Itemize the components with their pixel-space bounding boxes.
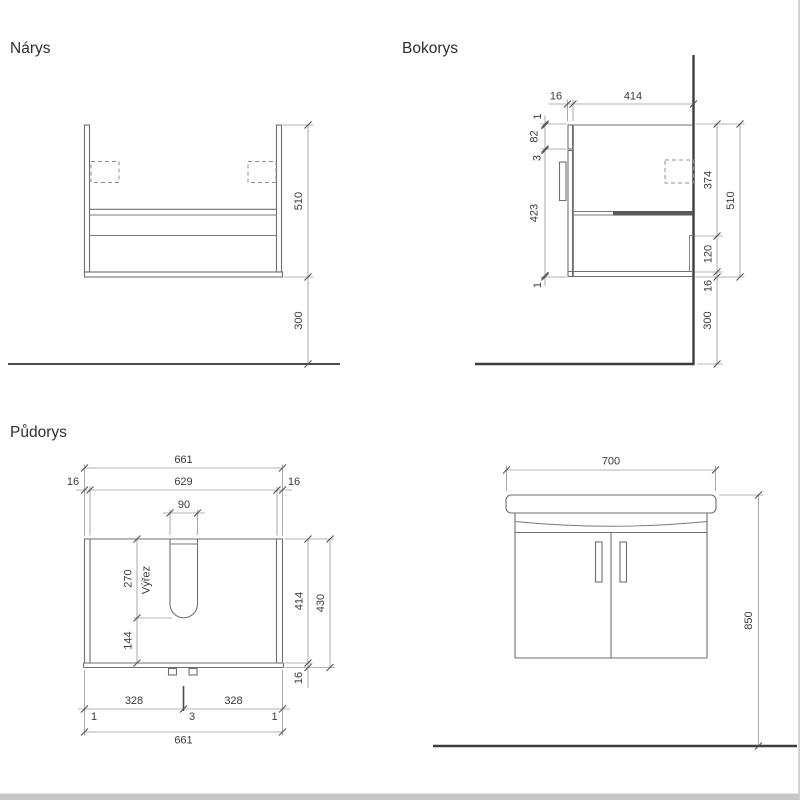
- dim-label-upper-zone: 374: [703, 171, 715, 189]
- dim-label-front-thickness: 16: [550, 91, 562, 103]
- dim-label-inner-depth: 414: [294, 592, 306, 610]
- bokorys-dimension-lines: [540, 99, 745, 368]
- dim-label-total-height: 850: [743, 611, 755, 629]
- view-narys: Nárys 510 300: [8, 40, 340, 368]
- view-title-narys: Nárys: [10, 40, 51, 57]
- dim-label-total-height: 510: [725, 191, 737, 209]
- view-title-pudorys: Půdorys: [10, 424, 67, 441]
- dim-label-inner-width: 629: [174, 476, 192, 488]
- view-front-elevation: 700 850: [433, 456, 797, 750]
- dim-label-center: 3: [189, 711, 195, 723]
- pudorys-plan-outline: [82, 538, 285, 711]
- dim-label-cutout-depth: 270: [123, 569, 135, 587]
- basin-cutout: [169, 539, 199, 619]
- dim-label-width-top: 661: [174, 454, 192, 466]
- side-panel-right: [275, 538, 284, 664]
- basin-apron-curve: [514, 521, 708, 527]
- back-rail: [689, 235, 693, 272]
- front-cabinet-outline: [505, 494, 717, 659]
- dim-label-bottom-edge: 1: [532, 282, 544, 288]
- dim-label-door-right: 328: [224, 695, 242, 707]
- dim-label-top-rail: 82: [529, 130, 541, 142]
- front-edge: [82, 662, 285, 669]
- page-right-edge: [798, 0, 800, 800]
- dim-label-top-edge: 1: [532, 113, 544, 119]
- front-top-rail: [567, 124, 574, 150]
- dim-label-edge-left: 1: [91, 711, 97, 723]
- dim-label-edge-right: 1: [271, 711, 277, 723]
- pudorys-dimension-lines: [76, 464, 335, 736]
- dim-label-front-thickness: 16: [293, 672, 305, 684]
- dim-label-side-left: 16: [67, 476, 79, 488]
- dim-label-floor-offset: 300: [702, 311, 714, 329]
- narys-cabinet-outline: [83, 124, 284, 278]
- door-handle: [558, 161, 567, 202]
- mounting-bracket-right: [247, 161, 277, 183]
- view-bokorys: Bokorys: [402, 40, 745, 368]
- dim-label-bottom-thickness: 16: [703, 280, 715, 292]
- dim-label-width-bottom: 661: [174, 735, 192, 747]
- dim-label-front-depth: 144: [123, 631, 135, 649]
- hinge-left: [167, 667, 178, 676]
- front-dimension-lines: [502, 465, 763, 750]
- hinge-right: [188, 667, 198, 676]
- page-bottom-bar: [0, 793, 800, 800]
- door-side-profile: [567, 149, 574, 278]
- dim-label-side-right: 16: [288, 476, 300, 488]
- view-pudorys: Půdorys: [10, 424, 335, 747]
- mounting-bracket-left: [90, 161, 120, 183]
- view-title-bokorys: Bokorys: [402, 40, 458, 57]
- dim-label-depth: 414: [624, 91, 642, 103]
- shelf-profile-bar: [613, 211, 693, 216]
- side-panel-left: [83, 124, 91, 273]
- dim-label-cutout-width: 90: [178, 499, 190, 511]
- dim-label-basin-width: 700: [602, 456, 620, 468]
- dim-label-floor-offset: 300: [293, 311, 305, 329]
- bokorys-cabinet-outline: [558, 124, 694, 278]
- side-panel-left: [83, 538, 91, 664]
- dim-label-lower-zone: 120: [703, 245, 715, 263]
- dim-label-door-height: 423: [529, 204, 541, 222]
- bottom-panel: [83, 271, 284, 278]
- dim-label-height: 510: [293, 192, 305, 210]
- shelf-lines: [89, 208, 277, 236]
- handle-left: [594, 541, 603, 583]
- dim-label-gap: 3: [532, 155, 544, 161]
- cutout-text-label: Výřez: [141, 566, 153, 594]
- handle-right: [619, 541, 628, 583]
- washbasin-top: [505, 494, 717, 514]
- dim-label-door-left: 328: [125, 695, 143, 707]
- dim-label-total-depth: 430: [315, 594, 327, 612]
- side-panel-right: [275, 124, 283, 273]
- narys-dimension-lines: [283, 121, 314, 368]
- mounting-bracket-dashed: [664, 159, 694, 184]
